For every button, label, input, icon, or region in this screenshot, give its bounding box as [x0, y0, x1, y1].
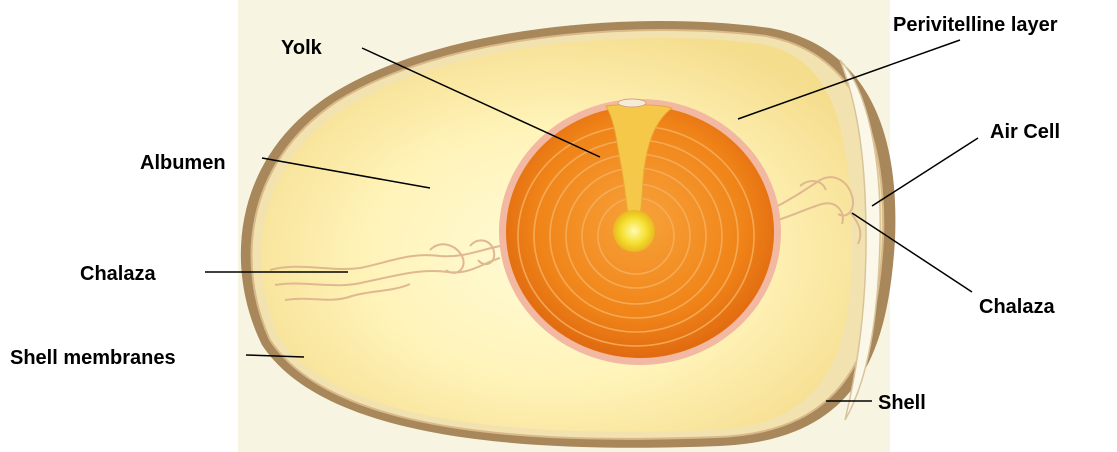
label-shell: Shell: [878, 393, 926, 413]
latebra: [613, 210, 655, 252]
label-chalaza-left: Chalaza: [80, 264, 156, 284]
label-albumen: Albumen: [140, 153, 226, 173]
label-perivitelline-layer: Perivitelline layer: [893, 15, 1058, 35]
label-chalaza-right: Chalaza: [979, 297, 1055, 317]
label-shell-membranes: Shell membranes: [10, 348, 176, 368]
label-air-cell: Air Cell: [990, 122, 1060, 142]
germinal-disc: [618, 99, 646, 107]
label-yolk: Yolk: [281, 38, 322, 58]
